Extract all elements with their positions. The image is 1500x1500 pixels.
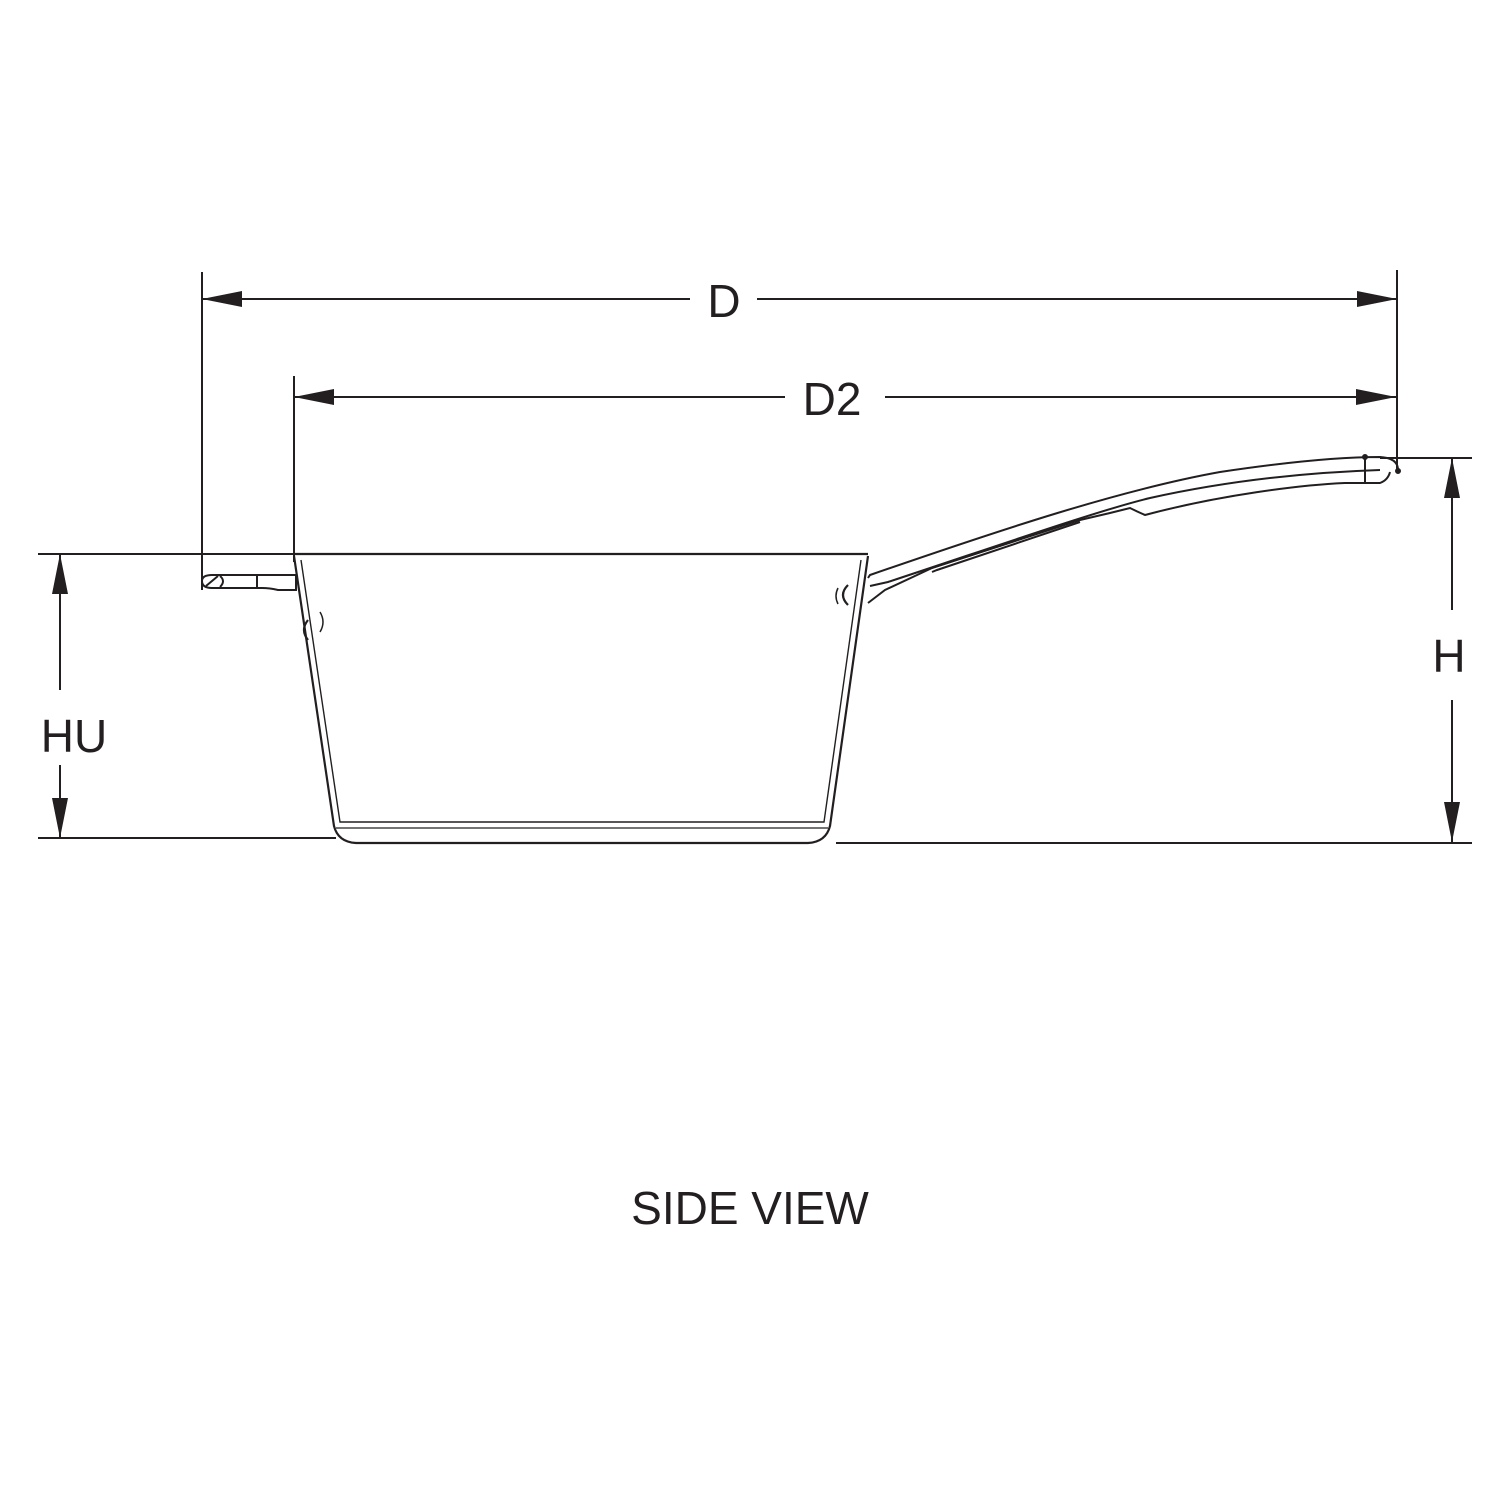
caption: SIDE VIEW bbox=[631, 1182, 869, 1234]
extension-lines bbox=[38, 270, 1472, 844]
label-h: H bbox=[1432, 630, 1465, 682]
label-hu: HU bbox=[41, 710, 107, 762]
label-d: D bbox=[707, 275, 740, 327]
pot-body bbox=[292, 552, 870, 845]
label-d2: D2 bbox=[803, 373, 862, 425]
helper-handle bbox=[200, 574, 297, 591]
main-handle bbox=[867, 454, 1401, 604]
